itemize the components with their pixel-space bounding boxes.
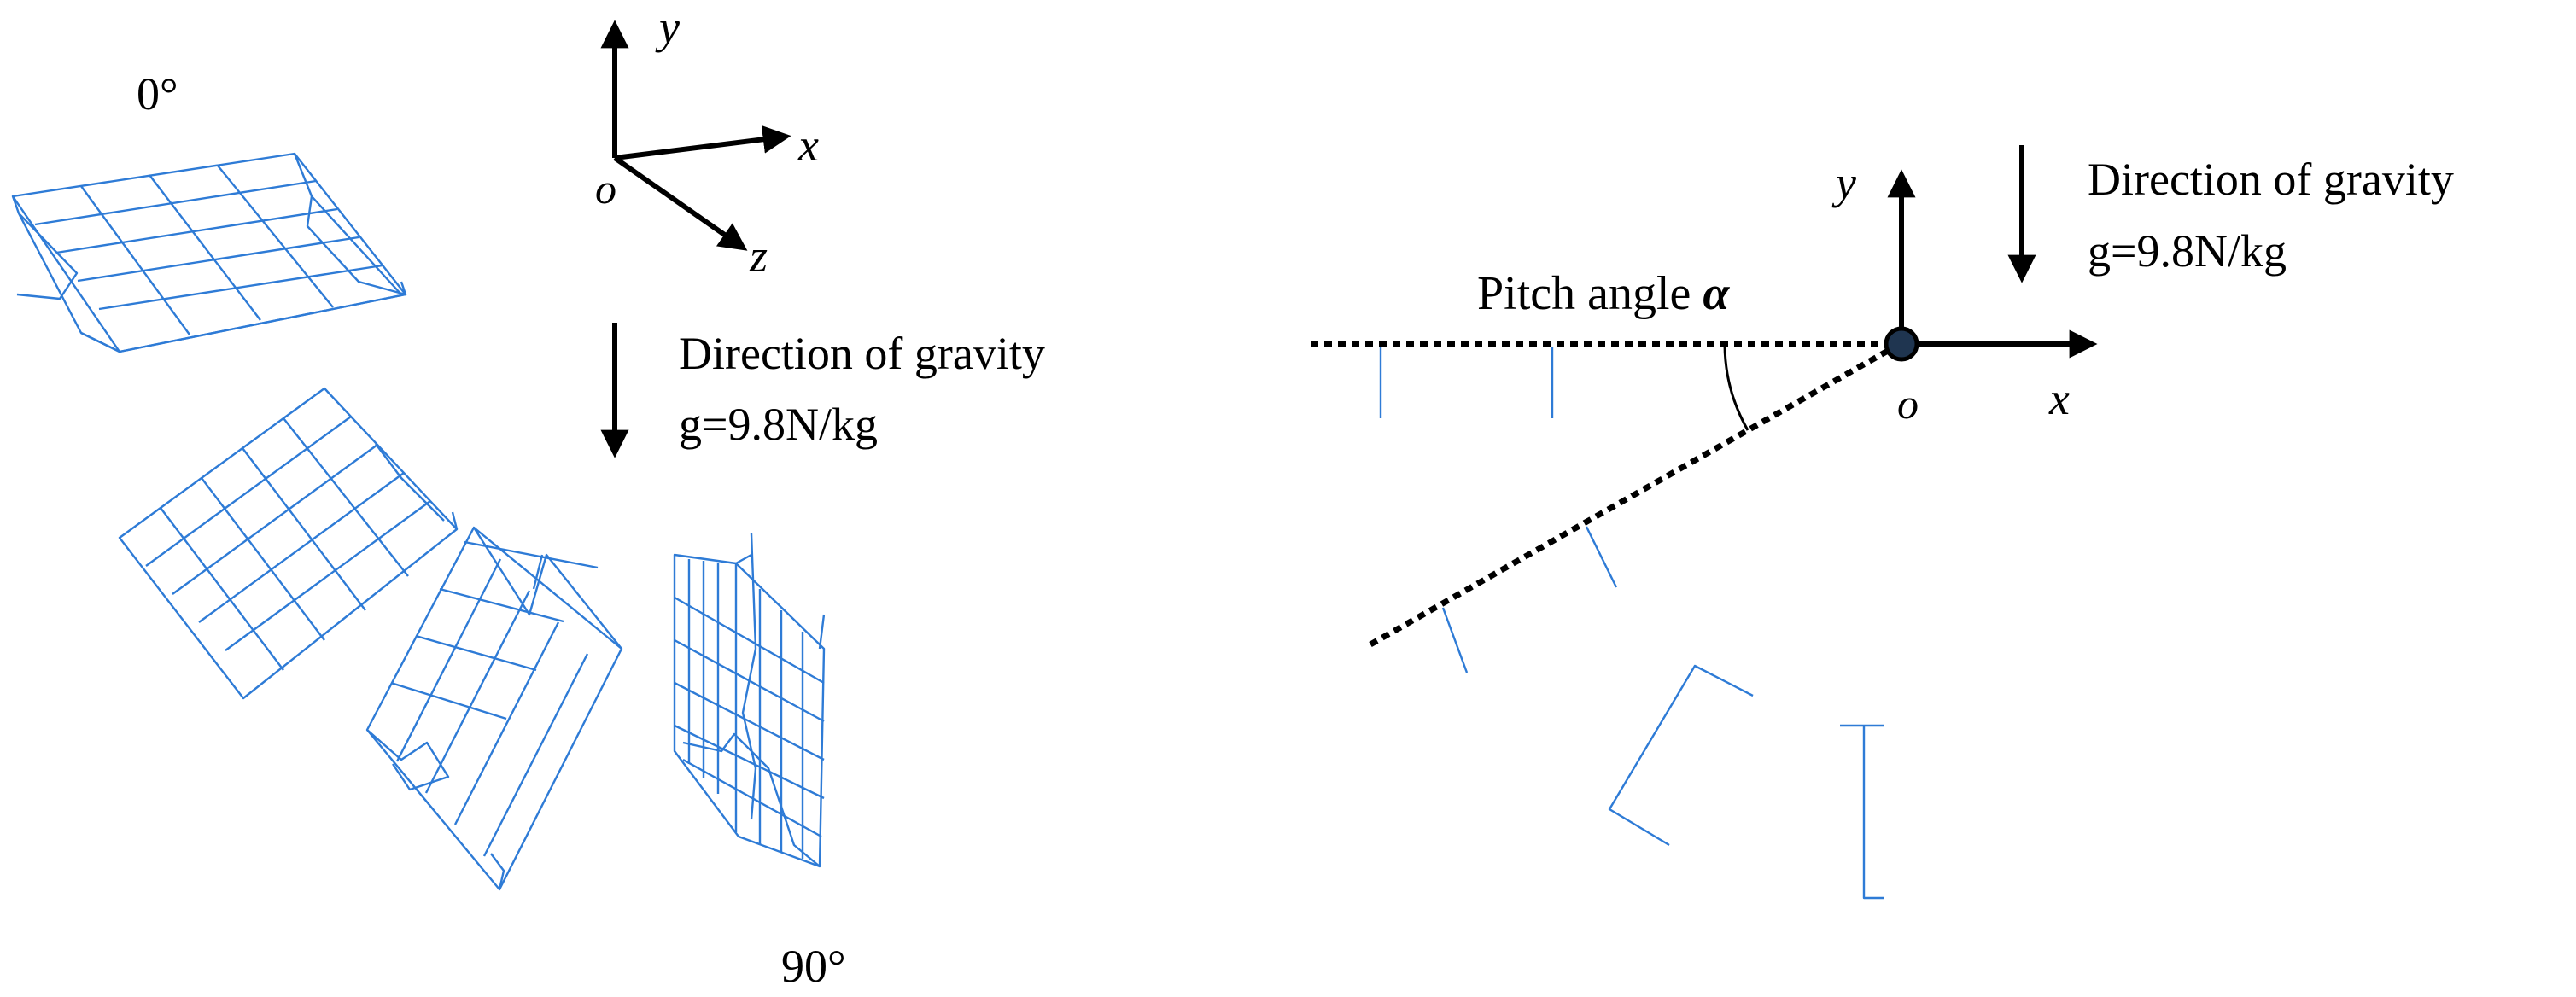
plate-profile-90deg	[1840, 724, 1884, 900]
left-panel: 0° 90° y x z o Direction of gravity g=9.…	[11, 2, 1045, 992]
plate-mesh-90deg	[673, 533, 826, 868]
pitch-angle-text: Pitch angle α	[1477, 267, 1730, 320]
x-axis-label-right: x	[2048, 373, 2070, 424]
angle-start-label: 0°	[137, 68, 178, 120]
plate-mesh-0deg	[11, 152, 407, 353]
y-axis-label-right: y	[1831, 157, 1856, 208]
z-axis-label: z	[749, 230, 768, 282]
gravity-value-right: g=9.8N/kg	[2088, 225, 2287, 277]
inclined-plate-line	[1369, 341, 1901, 648]
xyz-axis-triad: y x z o	[595, 2, 819, 282]
gravity-value: g=9.8N/kg	[679, 399, 878, 450]
x-axis-label: x	[797, 120, 819, 171]
origin-label-right: o	[1897, 380, 1919, 428]
plate-mesh-60deg	[365, 526, 623, 891]
pitch-angle-arc	[1723, 343, 1749, 431]
gravity-title-right: Direction of gravity	[2088, 154, 2454, 205]
gravity-title: Direction of gravity	[679, 328, 1045, 379]
x-axis-arrow	[614, 125, 791, 160]
y-axis-label: y	[655, 2, 680, 53]
origin-dot	[1884, 326, 1919, 362]
xy-axis-pair: y x o	[1831, 157, 2098, 428]
plate-mesh-30deg	[118, 387, 459, 700]
plate-profile-0deg	[1379, 347, 1554, 418]
plate-profile-60deg	[1608, 664, 1754, 847]
right-panel: Pitch angle α y x o Direction of gravity…	[1311, 145, 2454, 900]
gravity-indicator-right: Direction of gravity g=9.8N/kg	[2007, 145, 2454, 283]
angle-end-label: 90°	[781, 941, 846, 992]
origin-label: o	[595, 165, 616, 213]
pitch-angle-symbol: α	[1703, 267, 1730, 320]
z-axis-arrow	[613, 155, 748, 251]
gravity-indicator-left: Direction of gravity g=9.8N/kg	[600, 323, 1045, 458]
plate-profile-inclined	[1441, 526, 1618, 673]
pitch-angle-label: Pitch angle	[1477, 267, 1703, 320]
